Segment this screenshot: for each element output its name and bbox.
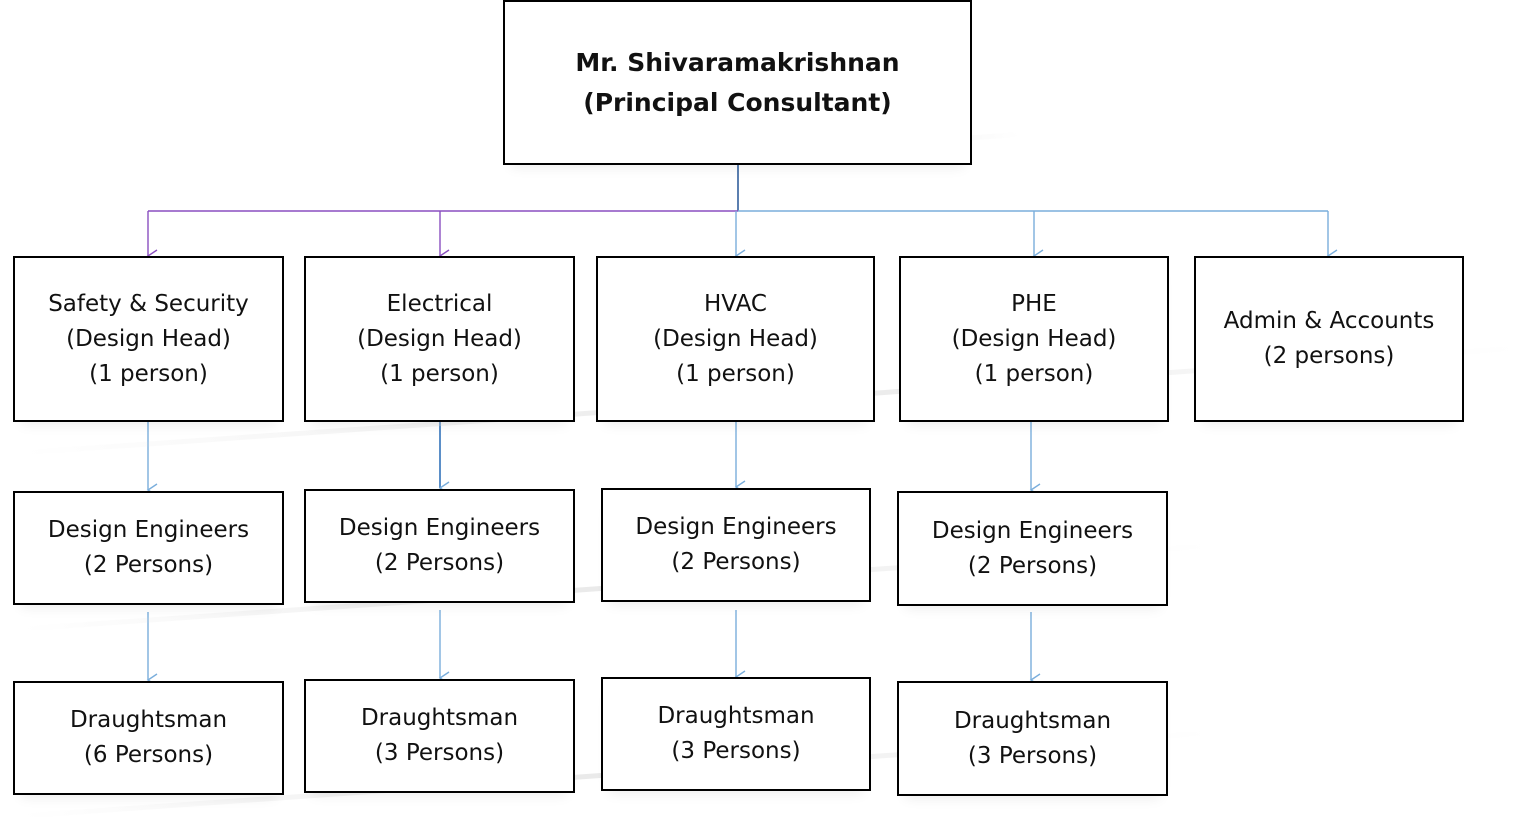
department-name: Admin & Accounts — [1223, 308, 1435, 334]
engineers-count: (2 Persons) — [671, 549, 801, 575]
draughtsman-box-safety-security: Draughtsman (6 Persons) — [13, 681, 284, 795]
draughtsman-title: Draughtsman — [360, 705, 519, 731]
draughtsman-count: (3 Persons) — [967, 742, 1098, 769]
draughtsman-count: (6 Persons) — [83, 742, 214, 768]
engineers-count: (2 Persons) — [967, 552, 1098, 579]
department-box-phe: PHE (Design Head) (1 person) — [899, 256, 1169, 422]
department-box-admin-accounts: Admin & Accounts (2 persons) — [1194, 256, 1464, 422]
department-role: (Design Head) — [66, 325, 231, 352]
department-role: (Design Head) — [653, 325, 818, 352]
department-box-safety-security: Safety & Security (Design Head) (1 perso… — [13, 256, 284, 422]
draughtsman-box-electrical: Draughtsman (3 Persons) — [304, 679, 575, 793]
principal-role: (Principal Consultant) — [583, 87, 892, 117]
principal-name: Mr. Shivaramakrishnan — [575, 47, 900, 77]
department-role: (Design Head) — [357, 325, 522, 352]
department-name: Electrical — [386, 290, 493, 317]
department-count: (1 person) — [676, 360, 795, 387]
department-name: HVAC — [704, 290, 767, 317]
engineers-count: (2 Persons) — [83, 552, 214, 578]
department-count: (1 person) — [380, 360, 499, 387]
engineers-box-electrical: Design Engineers (2 Persons) — [304, 489, 575, 603]
engineers-title: Design Engineers — [47, 517, 250, 543]
department-name: PHE — [1011, 290, 1057, 317]
draughtsman-count: (3 Persons) — [374, 740, 505, 766]
draughtsman-title: Draughtsman — [69, 707, 228, 733]
department-count: (1 person) — [89, 360, 208, 387]
draughtsman-title: Draughtsman — [657, 703, 815, 729]
engineers-count: (2 Persons) — [374, 550, 505, 576]
draughtsman-title: Draughtsman — [953, 707, 1112, 734]
draughtsman-box-hvac: Draughtsman (3 Persons) — [601, 677, 871, 791]
engineers-title: Design Engineers — [338, 515, 541, 541]
department-name: Safety & Security — [48, 290, 249, 317]
engineers-title: Design Engineers — [931, 517, 1134, 544]
engineers-box-phe: Design Engineers (2 Persons) — [897, 491, 1168, 606]
engineers-box-hvac: Design Engineers (2 Persons) — [601, 488, 871, 602]
department-count: (2 persons) — [1263, 343, 1395, 369]
engineers-title: Design Engineers — [635, 514, 837, 540]
engineers-box-safety-security: Design Engineers (2 Persons) — [13, 491, 284, 605]
department-role: (Design Head) — [951, 325, 1117, 352]
draughtsman-box-phe: Draughtsman (3 Persons) — [897, 681, 1168, 796]
draughtsman-count: (3 Persons) — [671, 738, 801, 764]
department-count: (1 person) — [974, 360, 1094, 387]
department-box-hvac: HVAC (Design Head) (1 person) — [596, 256, 875, 422]
department-box-electrical: Electrical (Design Head) (1 person) — [304, 256, 575, 422]
principal-consultant-box: Mr. Shivaramakrishnan (Principal Consult… — [503, 0, 972, 165]
